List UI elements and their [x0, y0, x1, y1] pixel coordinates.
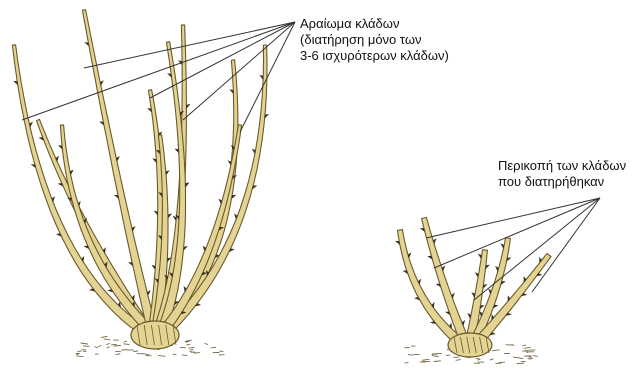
right-soil-mark: [523, 350, 528, 351]
thinning-line-3: 3-6 ισχυρότερων κλάδων): [300, 48, 449, 64]
right-soil-mark: [408, 355, 412, 356]
right-thorn-icon: [483, 284, 488, 288]
thinning-annotation: Αραίωμα κλάδων (διατήρηση μόνο των 3-6 ι…: [300, 16, 449, 64]
left-thorn-icon: [166, 170, 170, 175]
left-soil-mark: [211, 347, 216, 348]
right-crown: [448, 333, 492, 357]
right-soil-mark: [476, 358, 479, 359]
right-soil-mark: [533, 356, 537, 357]
pruning-annotation: Περικοπή των κλάδων που διατηρήθηκαν: [498, 158, 626, 190]
left-thorn-icon: [229, 89, 233, 94]
left-thorn-icon: [58, 145, 63, 150]
left-soil-mark: [116, 354, 120, 355]
pruned-rose-bush: [395, 217, 551, 363]
right-thorn-icon: [395, 241, 400, 245]
left-soil-mark: [124, 341, 127, 342]
left-thorn-icon: [259, 75, 263, 80]
left-soil-mark: [124, 344, 130, 345]
left-thorn-icon: [167, 73, 172, 77]
left-soil-mark: [182, 355, 187, 356]
left-thorn-icon: [100, 80, 104, 86]
right-thorn-icon: [478, 254, 482, 260]
left-thorn-icon: [183, 246, 188, 251]
left-soil-mark: [114, 346, 120, 347]
right-soil-mark: [434, 361, 441, 362]
right-soil-mark: [529, 357, 531, 358]
left-thorn-icon: [232, 195, 237, 199]
left-soil-mark: [187, 340, 192, 341]
unpruned-rose-bush: [12, 10, 269, 357]
left-soil-mark: [104, 339, 110, 340]
right-soil-mark: [513, 357, 519, 358]
right-soil-mark: [456, 360, 460, 361]
left-soil-mark: [106, 344, 109, 345]
left-thorn-icon: [99, 122, 104, 126]
right-soil-mark: [423, 359, 430, 360]
left-soil-mark: [205, 344, 208, 345]
left-thorn-icon: [186, 104, 190, 109]
pruning-line-2: που διατηρήθηκαν: [498, 174, 626, 190]
thinning-line-1: Αραίωμα κλάδων: [300, 16, 449, 32]
left-thorn-icon: [173, 216, 177, 221]
left-soil-mark: [143, 354, 149, 355]
pruning-line-1: Περικοπή των κλάδων: [498, 158, 626, 174]
pruning-pointer-line: [426, 198, 600, 238]
left-soil-mark: [95, 347, 98, 348]
left-thorn-icon: [152, 265, 156, 270]
right-thorn-icon: [471, 292, 475, 298]
left-thorn-icon: [84, 42, 89, 46]
right-soil-mark: [432, 356, 438, 357]
right-soil-mark: [524, 347, 530, 348]
left-soil-mark: [220, 351, 224, 352]
left-soil-mark: [107, 347, 109, 348]
left-thorn-icon: [152, 158, 156, 163]
left-soil-mark: [180, 347, 185, 348]
right-soil-mark: [493, 350, 500, 351]
left-thorn-icon: [175, 149, 179, 154]
left-thorn-icon: [252, 149, 256, 155]
right-thorn-icon: [485, 265, 490, 269]
left-soil-mark: [189, 347, 195, 348]
thinning-pointer-line: [22, 22, 295, 120]
left-soil-mark: [190, 349, 193, 350]
left-soil-mark: [112, 344, 117, 345]
left-soil-mark: [158, 356, 164, 357]
right-soil-mark: [490, 359, 493, 360]
right-thorn-icon: [475, 272, 479, 278]
left-thorn-icon: [265, 114, 270, 119]
right-thorn-icon: [500, 243, 504, 249]
left-soil-mark: [101, 337, 107, 338]
left-soil-mark: [187, 344, 190, 345]
left-soil-mark: [81, 343, 88, 344]
thinning-pointer-line: [183, 22, 295, 120]
left-cane-1: [37, 119, 152, 332]
left-thorn-icon: [147, 108, 152, 112]
left-soil-mark: [77, 356, 84, 357]
right-soil-mark: [523, 345, 526, 346]
left-thorn-icon: [114, 195, 119, 199]
left-soil-mark: [99, 346, 102, 347]
thinning-line-2: (διατήρηση μόνο των: [300, 32, 449, 48]
left-thorn-icon: [168, 214, 172, 219]
